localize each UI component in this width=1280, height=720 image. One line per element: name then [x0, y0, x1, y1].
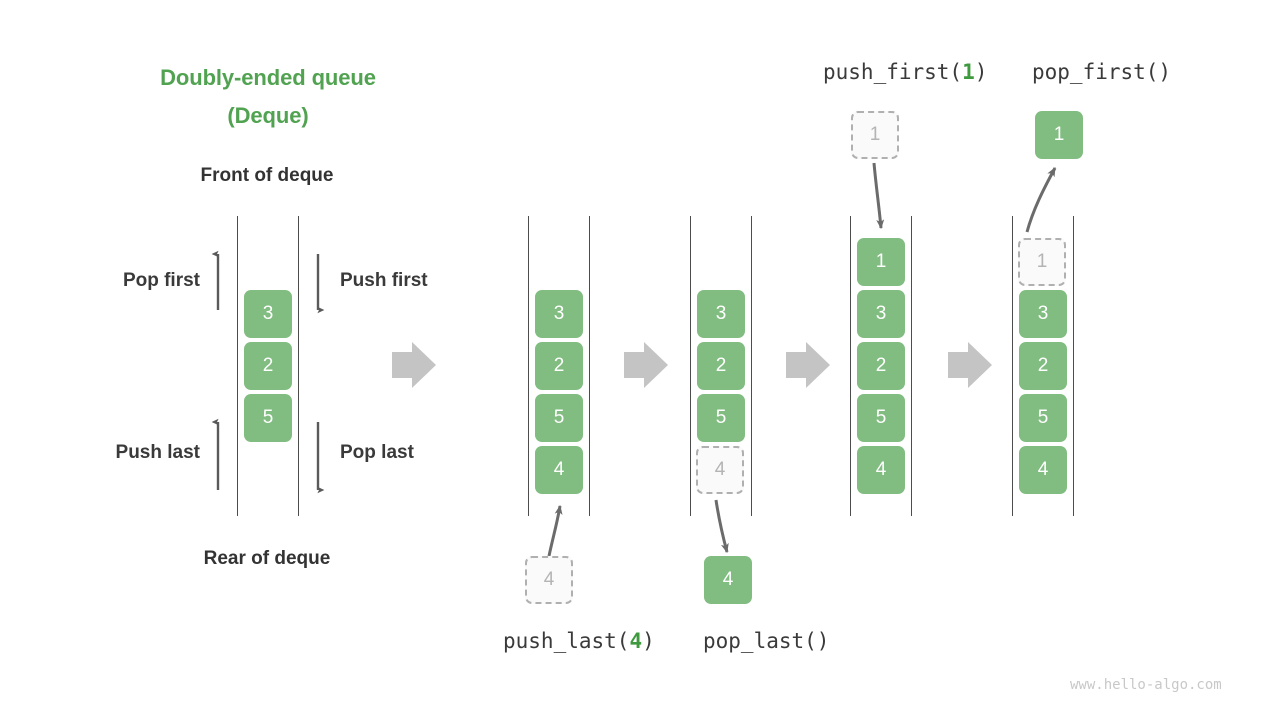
push-first-operation-label: push_first(1)	[823, 60, 987, 84]
deque-cell[interactable]: 3	[1019, 290, 1067, 338]
flow-arrow-2	[624, 342, 668, 388]
pending-element[interactable]: 1	[851, 111, 899, 159]
popped-element[interactable]: 4	[704, 556, 752, 604]
rail-left	[237, 216, 239, 516]
diagram-title-line1: Doubly-ended queue	[160, 65, 376, 90]
arrow-push-first-curve	[872, 162, 885, 230]
flow-arrow-1	[392, 342, 436, 388]
deque-cell[interactable]: 4	[857, 446, 905, 494]
pop-last-label: Pop last	[340, 442, 414, 463]
rail-right	[1073, 216, 1075, 516]
push-first-label: Push first	[340, 270, 428, 291]
deque-cell[interactable]: 2	[244, 342, 292, 390]
pending-element[interactable]: 4	[525, 556, 573, 604]
diagram-title-line2: (Deque)	[227, 103, 309, 128]
rail-left	[850, 216, 852, 516]
flow-arrow-3	[786, 342, 830, 388]
push-last-label: Push last	[115, 442, 200, 463]
removed-element-slot[interactable]: 4	[696, 446, 744, 494]
removed-element-slot[interactable]: 1	[1018, 238, 1066, 286]
deque-cell[interactable]: 5	[535, 394, 583, 442]
deque-cell[interactable]: 2	[857, 342, 905, 390]
deque-cell[interactable]: 3	[697, 290, 745, 338]
rail-left	[690, 216, 692, 516]
arrow-pop-first-curve	[1025, 167, 1057, 233]
deque-cell[interactable]: 5	[244, 394, 292, 442]
rail-right	[751, 216, 753, 516]
push-first-op-name: push_first(	[823, 60, 963, 84]
popped-element[interactable]: 1	[1035, 111, 1083, 159]
front-of-deque-label: Front of deque	[200, 165, 334, 186]
push-last-op-arg: 4	[629, 629, 643, 653]
deque-cell[interactable]: 3	[857, 290, 905, 338]
arrow-pop-last-curve	[714, 499, 729, 554]
rail-right	[589, 216, 591, 516]
arrow-push-last-curve	[547, 504, 563, 557]
rail-left	[528, 216, 530, 516]
deque-cell[interactable]: 5	[1019, 394, 1067, 442]
pop-first-operation-label: pop_first()	[1032, 60, 1172, 84]
rear-of-deque-label: Rear of deque	[203, 548, 331, 569]
push-last-operation-label: push_last(4)	[503, 629, 655, 653]
deque-cell[interactable]: 4	[535, 446, 583, 494]
deque-cell[interactable]: 5	[857, 394, 905, 442]
push-last-op-close: )	[642, 629, 655, 653]
deque-cell[interactable]: 4	[1019, 446, 1067, 494]
deque-cell[interactable]: 2	[535, 342, 583, 390]
deque-cell[interactable]: 3	[535, 290, 583, 338]
rail-left	[1012, 216, 1014, 516]
deque-cell[interactable]: 2	[697, 342, 745, 390]
push-last-op-name: push_last(	[503, 629, 630, 653]
flow-arrow-4	[948, 342, 992, 388]
deque-cell[interactable]: 2	[1019, 342, 1067, 390]
push-first-op-close: )	[974, 60, 988, 84]
deque-cell[interactable]: 1	[857, 238, 905, 286]
rail-right	[911, 216, 913, 516]
pop-last-operation-label: pop_last()	[703, 629, 830, 653]
watermark: www.hello-algo.com	[1070, 677, 1222, 693]
push-first-op-arg: 1	[962, 60, 975, 84]
rail-right	[298, 216, 300, 516]
deque-cell[interactable]: 5	[697, 394, 745, 442]
pop-first-label: Pop first	[122, 270, 200, 291]
deque-cell[interactable]: 3	[244, 290, 292, 338]
